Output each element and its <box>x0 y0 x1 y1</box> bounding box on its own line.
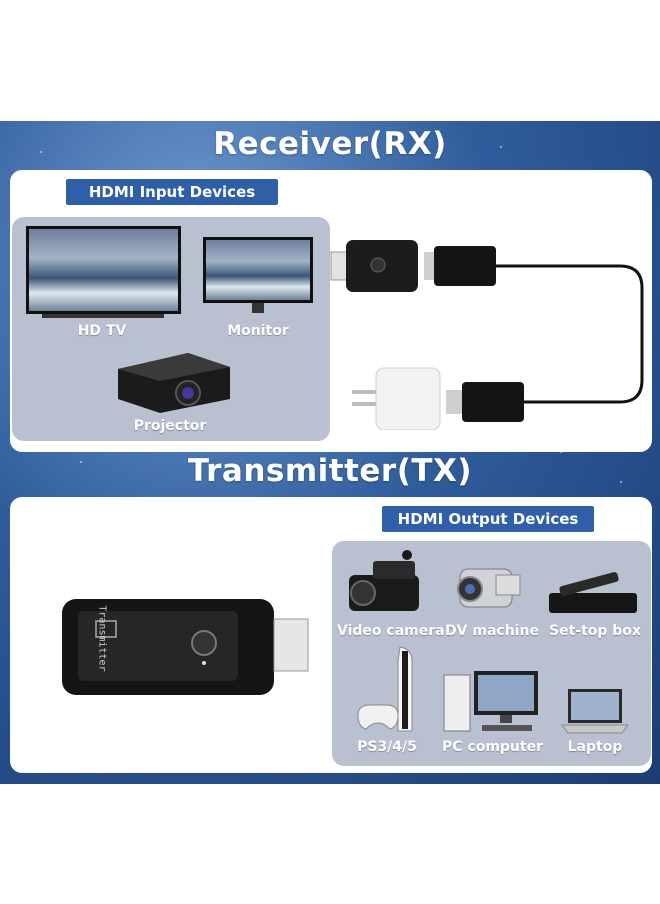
device-caption: Monitor <box>227 323 289 339</box>
monitor-image <box>203 237 313 303</box>
output-devices-box: Video camera DV machine Set-top box PS3/… <box>332 541 651 766</box>
star <box>560 451 562 453</box>
hdmi-input-label: HDMI Input Devices <box>66 179 278 205</box>
input-devices-box: HD TV Monitor Projector <box>12 217 330 441</box>
device-caption: DV machine <box>445 623 539 639</box>
tv-stand <box>42 314 164 318</box>
hd-tv-image <box>26 226 181 314</box>
device-caption: Laptop <box>567 739 623 755</box>
device-caption: HD TV <box>77 323 127 339</box>
device-caption: Video camera <box>337 623 445 639</box>
dv-camera-icon <box>457 568 521 608</box>
hdmi-output-label: HDMI Output Devices <box>382 506 594 532</box>
laptop-icon <box>561 689 629 734</box>
device-caption: Set-top box <box>549 623 641 639</box>
monitor-stand <box>252 303 264 313</box>
device-caption: Projector <box>133 418 207 434</box>
star <box>80 461 82 463</box>
transmitter-heading: Transmitter(TX) <box>187 453 473 489</box>
receiver-panel: HDMI Input Devices HD TV Monitor Project… <box>10 170 652 452</box>
device-caption: PS3/4/5 <box>357 739 417 755</box>
star <box>500 146 502 148</box>
video-camera-icon <box>349 550 419 611</box>
transmitter-label: Transmitter <box>96 605 108 672</box>
projector-icon <box>118 353 230 413</box>
device-caption: PC computer <box>442 739 543 755</box>
transmitter-panel: Transmitter HDMI Output Devices Video ca… <box>10 497 652 773</box>
receiver-heading: Receiver(RX) <box>213 126 447 162</box>
transmitter-dongle-icon <box>62 599 309 695</box>
receiver-dongle-illustration <box>330 240 644 430</box>
set-top-box-icon <box>549 572 637 613</box>
star <box>300 136 302 138</box>
game-console-icon <box>357 646 413 732</box>
star <box>620 481 622 483</box>
pc-computer-icon <box>443 671 538 732</box>
star <box>40 151 42 153</box>
